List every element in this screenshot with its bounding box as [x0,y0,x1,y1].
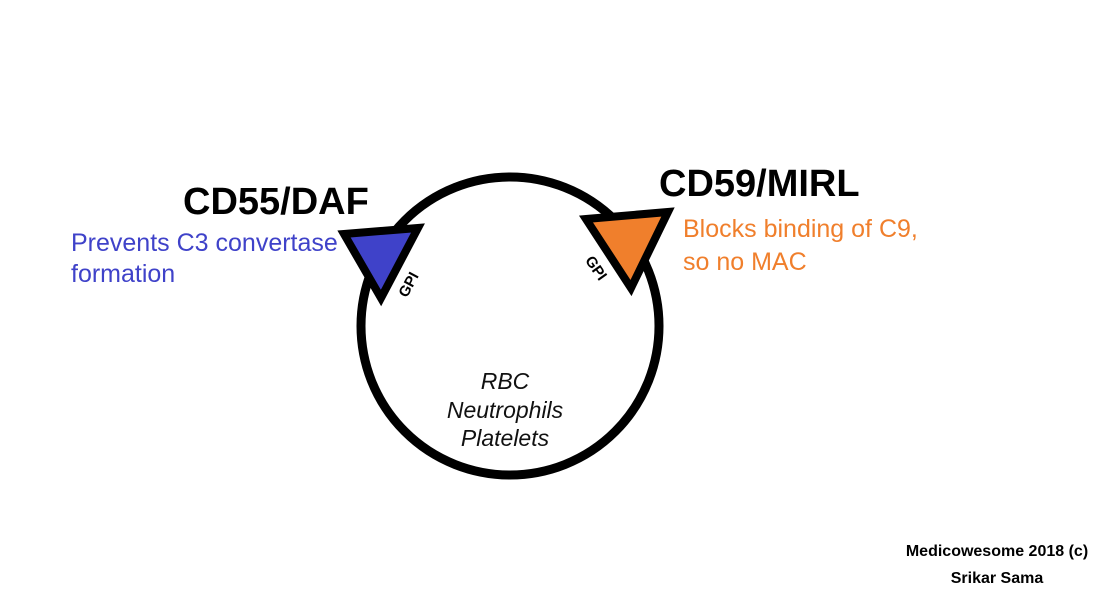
daf-description-line-1: Prevents C3 convertase [71,229,338,257]
daf-description-line-2: formation [71,260,175,288]
cell-type-neutrophils: Neutrophils [447,397,564,423]
daf-triangle-outline [337,223,425,307]
mirl-gpi-label: GPI [581,253,610,284]
mirl-triangle-outline [578,207,675,297]
cell-membrane [356,172,664,480]
cell-type-platelets: Platelets [461,425,550,451]
mirl-description-line-1: Blocks binding of C9, [683,215,918,243]
credit-line-1: Medicowesome 2018 (c) [906,543,1088,560]
daf-gpi-label: GPI [395,269,422,300]
daf-triangle-fill [344,228,418,298]
mirl-title: CD59/MIRL [659,163,860,205]
mirl-protein-icon [578,207,675,297]
mirl-triangle-fill [586,212,668,288]
mirl-description-line-2: so no MAC [683,248,807,276]
cell-type-rbc: RBC [481,368,530,394]
credit-line-2: Srikar Sama [951,570,1044,587]
daf-title: CD55/DAF [183,181,369,223]
daf-protein-icon [337,223,425,307]
